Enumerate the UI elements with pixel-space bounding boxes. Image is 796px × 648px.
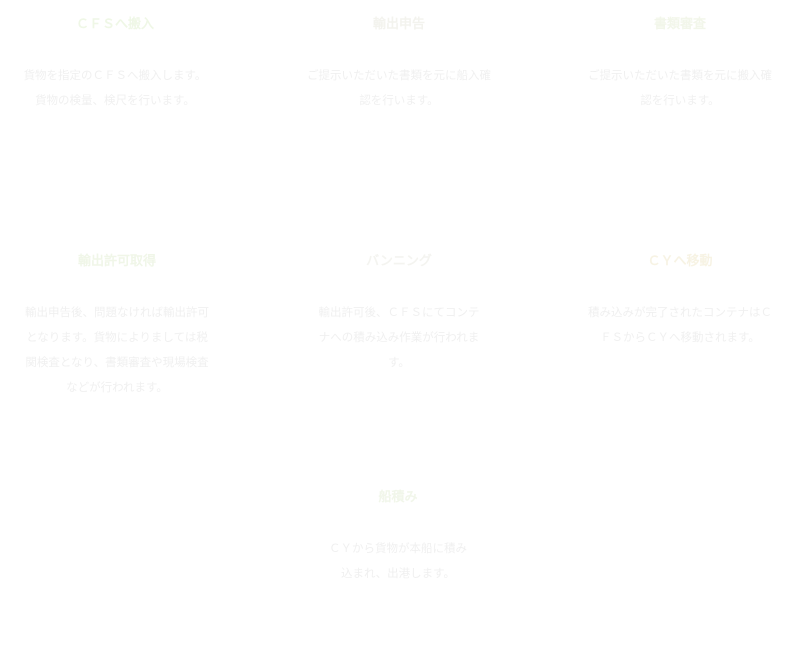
step-description: 輸出許可後、ＣＦＳにてコンテナへの積み込み作業が行われます。 [318,305,480,369]
step-title: 輸出許可取得 [77,254,156,269]
step-description: 積み込みが完了されたコンテナはＣＦＳからＣＹへ移動されます。 [588,305,772,344]
step-description: ご提示いただいた書類を元に船入確認を行います。 [307,68,491,107]
step-export-permit: 輸出許可取得 輸出申告後、問題なければ輸出許可となります。貨物によりましては税関… [22,252,212,400]
step-title: ＣＦＳへ搬入 [75,17,154,32]
step-title: 書類審査 [653,17,706,32]
step-description: 輸出申告後、問題なければ輸出許可となります。貨物によりましては税関検査となり、書… [25,305,209,394]
step-vanning: バンニング 輸出許可後、ＣＦＳにてコンテナへの積み込み作業が行われます。 [303,252,495,375]
step-title: 輸出申告 [372,17,425,32]
step-description: 貨物を指定のＣＦＳへ搬入します。貨物の検量、検尺を行います。 [23,68,207,107]
step-move-to-cy: ＣＹへ移動 積み込みが完了されたコンテナはＣＦＳからＣＹへ移動されます。 [585,252,775,350]
step-document-review: 書類審査 ご提示いただいた書類を元に搬入確認を行います。 [585,15,775,113]
step-export-declaration: 輸出申告 ご提示いただいた書類を元に船入確認を行います。 [303,15,495,113]
step-title: 船積み [378,490,418,505]
step-description: ご提示いただいた書類を元に搬入確認を行います。 [588,68,772,107]
step-description: ＣＹから貨物が本船に積み込まれ、出港します。 [329,541,467,580]
step-title: バンニング [366,254,432,269]
step-title: ＣＹへ移動 [647,254,713,269]
step-cfs-delivery: ＣＦＳへ搬入 貨物を指定のＣＦＳへ搬入します。貨物の検量、検尺を行います。 [20,15,210,113]
step-shipment: 船積み ＣＹから貨物が本船に積み込まれ、出港します。 [303,488,493,586]
